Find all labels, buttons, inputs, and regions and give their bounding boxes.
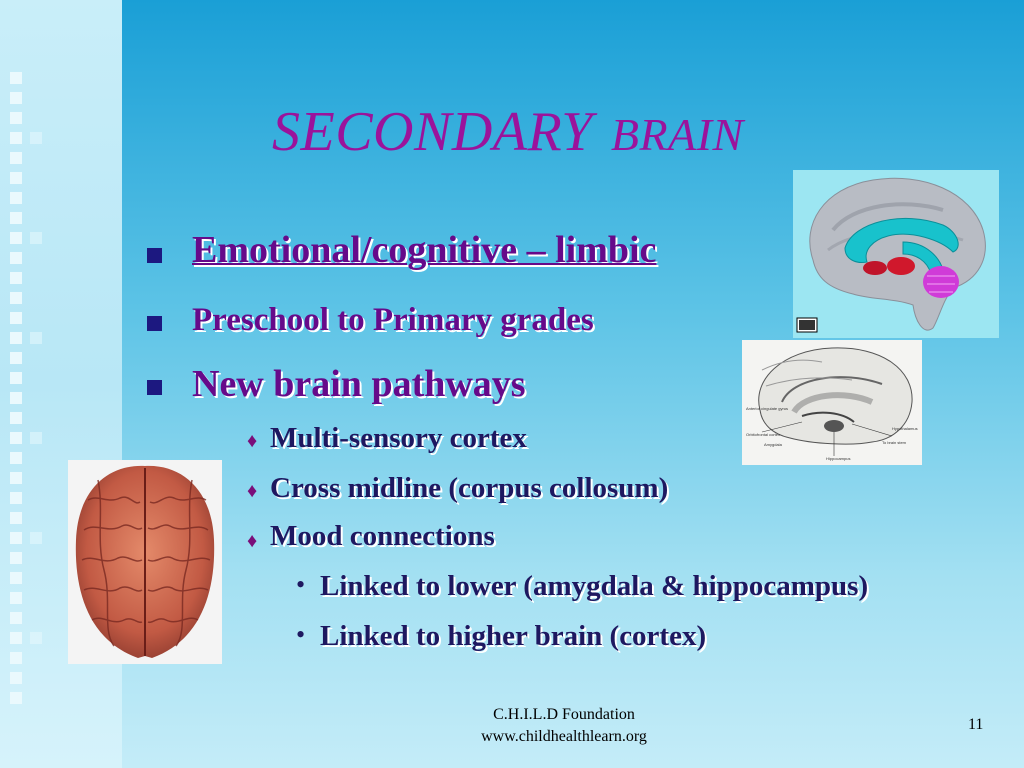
svg-text:To brain stem: To brain stem — [882, 440, 907, 445]
title-word-brain: BRAIN — [610, 109, 744, 160]
brain-photo — [68, 460, 222, 664]
slide-title: SECONDARY BRAIN — [272, 100, 744, 164]
bullet-preschool: Preschool to Primary grades — [192, 302, 594, 338]
bullet-emotional-cognitive: Emotional/cognitive – limbic — [192, 229, 657, 271]
page-number: 11 — [968, 716, 984, 733]
footer: C.H.I.L.D Foundation www.childhealthlear… — [440, 704, 688, 748]
footer-website: www.childhealthlearn.org — [481, 728, 647, 745]
brain-3d-limbic-image — [793, 170, 999, 338]
footer-organization: C.H.I.L.D Foundation — [493, 706, 635, 723]
diamond-bullet-icon: ♦ — [247, 480, 258, 502]
diamond-bullet-icon: ♦ — [247, 530, 258, 552]
sub-bullet-mood: Mood connections — [270, 520, 495, 552]
sub-bullet-multisensory: Multi-sensory cortex — [270, 422, 527, 454]
svg-text:Anterior cingulate gyrus: Anterior cingulate gyrus — [746, 406, 788, 411]
left-decorative-strip — [0, 0, 122, 768]
bullet-square-icon — [147, 316, 162, 331]
diamond-bullet-icon: ♦ — [247, 430, 258, 452]
limbic-system-diagram: Anterior cingulate gyrus Orbitofrontal c… — [742, 340, 922, 465]
sub-sub-bullet-higher: Linked to higher brain (cortex) — [320, 620, 707, 652]
title-word-secondary: SECONDARY — [272, 101, 593, 163]
play-movie-button[interactable] — [799, 320, 815, 330]
sub-bullet-cross-midline: Cross midline (corpus collosum) — [270, 472, 669, 504]
svg-text:Hippocampus: Hippocampus — [826, 456, 850, 461]
sub-sub-bullet-lower: Linked to lower (amygdala & hippocampus) — [320, 570, 869, 602]
svg-text:Orbitofrontal cortex: Orbitofrontal cortex — [746, 432, 780, 437]
bullet-new-pathways: New brain pathways — [192, 363, 526, 405]
dot-bullet-icon: • — [296, 570, 306, 599]
svg-text:Hypothalamus: Hypothalamus — [892, 426, 918, 431]
dot-bullet-icon: • — [296, 620, 306, 649]
bullet-square-icon — [147, 248, 162, 263]
svg-text:Amygdala: Amygdala — [764, 442, 783, 447]
bullet-square-icon — [147, 380, 162, 395]
